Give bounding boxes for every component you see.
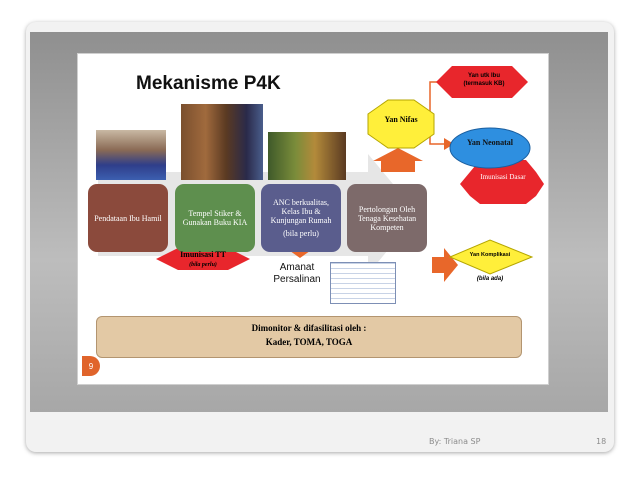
yan-kb-shape [436, 66, 528, 98]
monitor-line-1: Dimonitor & difasilitasi oleh : [251, 323, 367, 333]
yan-kb-text: Yan utk Ibu (termasuk KB) [446, 72, 522, 88]
page-title: Mekanisme P4K [136, 73, 281, 94]
imunisasi-tt-note: (bila perlu) [189, 262, 217, 268]
yan-nifas-label: Yan Nifas [384, 115, 418, 124]
yan-komplikasi-shape [448, 239, 534, 275]
footer-page-number: 18 [596, 437, 607, 446]
yan-kb-title: Yan utk Ibu [467, 73, 500, 79]
yan-komplikasi-label: Yan Komplikasi [469, 252, 511, 258]
mother-photo [181, 104, 263, 180]
amanat-persalinan-label: Amanat Persalinan [273, 262, 321, 285]
yan-neonatal-shape [449, 127, 531, 169]
monitor-line-2: Kader, TOMA, TOGA [265, 337, 353, 347]
step-pertolongan: Pertolongan Oleh Tenaga Kesehatan Kompet… [347, 184, 427, 252]
crowd-photo [96, 130, 166, 180]
step-anc: ANC berkualitas, Kelas Ibu & Kunjungan R… [261, 184, 341, 252]
imunisasi-tt-title: Imunisasi TT [180, 250, 226, 259]
up-arrow [373, 148, 423, 172]
step-label: Pertolongan Oleh Tenaga Kesehatan Kompet… [357, 204, 417, 232]
diagram-area: Mekanisme P4K Pendataan Ibu Hamil Tempel… [77, 53, 549, 385]
step-label: ANC berkualitas, Kelas Ibu & Kunjungan R… [270, 198, 332, 225]
arrowhead [444, 138, 454, 150]
right-arrow [432, 248, 458, 282]
group-photo [268, 132, 346, 180]
yan-nifas-shape [367, 99, 435, 149]
certificate-image [330, 262, 396, 304]
imunisasi-tt-text: Imunisasi TT (bila perlu) [166, 250, 240, 270]
yan-komplikasi-note: (bila ada) [476, 276, 504, 282]
step-label: Tempel Stiker & Gunakan Buku KIA [182, 209, 248, 227]
footer-author: By: Triana SP [429, 437, 481, 446]
yan-kb-note: (termasuk KB) [463, 81, 505, 87]
step-pendataan: Pendataan Ibu Hamil [88, 184, 168, 252]
imunisasi-dasar-label: Imunisasi Dasar [480, 173, 526, 181]
step-stiker: Tempel Stiker & Gunakan Buku KIA [175, 184, 255, 252]
imunisasi-dasar-burst [460, 160, 544, 204]
monitoring-bar: Dimonitor & difasilitasi oleh : Kader, T… [96, 316, 522, 358]
step-note: (bila perlu) [283, 229, 319, 238]
imunisasi-tt-burst [156, 248, 250, 270]
step-label: Pendataan Ibu Hamil [94, 213, 162, 223]
yan-neonatal-label: Yan Neonatal [466, 138, 513, 147]
slide-number-badge: 9 [82, 356, 100, 376]
